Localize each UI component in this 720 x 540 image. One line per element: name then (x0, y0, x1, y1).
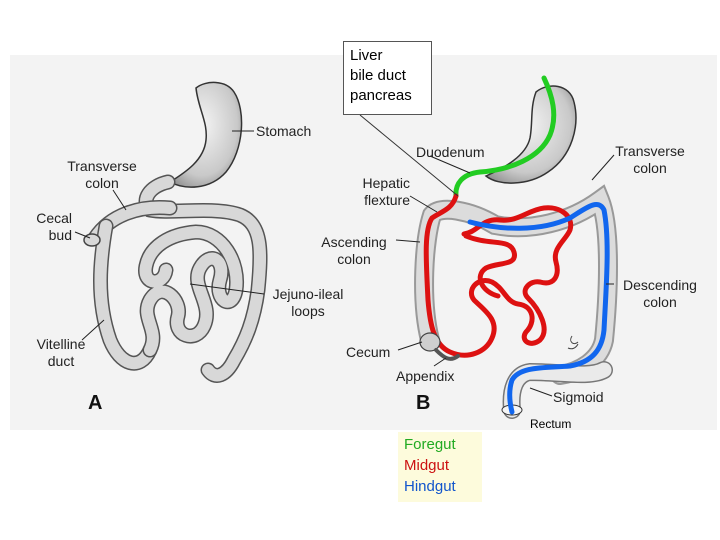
cecal-bud-a (83, 233, 101, 247)
panel-letter-b: B (416, 392, 431, 414)
label-cecum-b: Cecum (346, 344, 391, 360)
label-hepatic-flexture-line1: Hepatic (362, 175, 410, 191)
label-ascending-colon-b: Ascending colon (312, 234, 396, 268)
label-stomach-a: Stomach (256, 123, 312, 139)
panel-a-drawing (74, 81, 268, 383)
label-appendix-b: Appendix (396, 368, 455, 384)
label-rectum-b: Rectum (530, 417, 572, 431)
label-hepatic-flexture-b: Hepatic flexture (330, 175, 410, 209)
cecum-b (419, 332, 441, 352)
label-descending-colon-line1: Descending (623, 277, 697, 293)
callout-line-pancreas: pancreas (350, 87, 412, 104)
label-hepatic-flexture-line2: flexture (364, 192, 410, 208)
label-transverse-colon-a-line2: colon (85, 175, 119, 191)
callout-line-liver: Liver (350, 47, 383, 64)
label-duodenum-b: Duodenum (416, 144, 485, 160)
stomach-shape-a (168, 81, 243, 188)
label-jejuno-ileal-line2: loops (291, 303, 325, 319)
organ-callout-box: Liver bile duct pancreas (343, 41, 432, 115)
label-vitelline-duct-line2: duct (47, 353, 75, 369)
panel-b-drawing (359, 75, 618, 419)
legend-item-midgut: Midgut (404, 457, 450, 474)
appendix-b (434, 348, 460, 361)
callout-line-bile-duct: bile duct (350, 67, 406, 84)
label-sigmoid-b: Sigmoid (553, 389, 604, 405)
label-transverse-colon-b-line2: colon (633, 160, 667, 176)
label-jejuno-ileal-loops-a: Jejuno-ileal loops (258, 286, 358, 320)
label-transverse-colon-a: Transverse colon (52, 158, 152, 192)
label-transverse-colon-b: Transverse colon (600, 143, 700, 177)
label-ascending-colon-line1: Ascending (321, 234, 387, 250)
label-vitelline-duct-line1: Vitelline (36, 336, 86, 352)
label-vitelline-duct-a: Vitelline duct (26, 336, 96, 370)
legend-item-foregut: Foregut (404, 436, 456, 453)
label-cecal-bud-a-line1: Cecal (36, 210, 72, 226)
legend-item-hindgut: Hindgut (404, 478, 456, 495)
label-jejuno-ileal-line1: Jejuno-ileal (272, 286, 344, 302)
label-transverse-colon-a-line1: Transverse (67, 158, 137, 174)
hindgut-line (467, 202, 610, 415)
label-ascending-colon-line2: colon (337, 251, 371, 267)
label-cecal-bud-a: Cecal bud (24, 210, 72, 244)
label-descending-colon-line2: colon (643, 294, 677, 310)
panel-letter-a: A (88, 392, 103, 414)
label-transverse-colon-b-line1: Transverse (615, 143, 685, 159)
label-descending-colon-b: Descending colon (612, 277, 708, 311)
foregut-line (453, 75, 557, 199)
legend: Foregut Midgut Hindgut (398, 432, 482, 502)
midgut-inner-loops (463, 233, 517, 299)
label-cecal-bud-a-line2: bud (48, 227, 72, 243)
